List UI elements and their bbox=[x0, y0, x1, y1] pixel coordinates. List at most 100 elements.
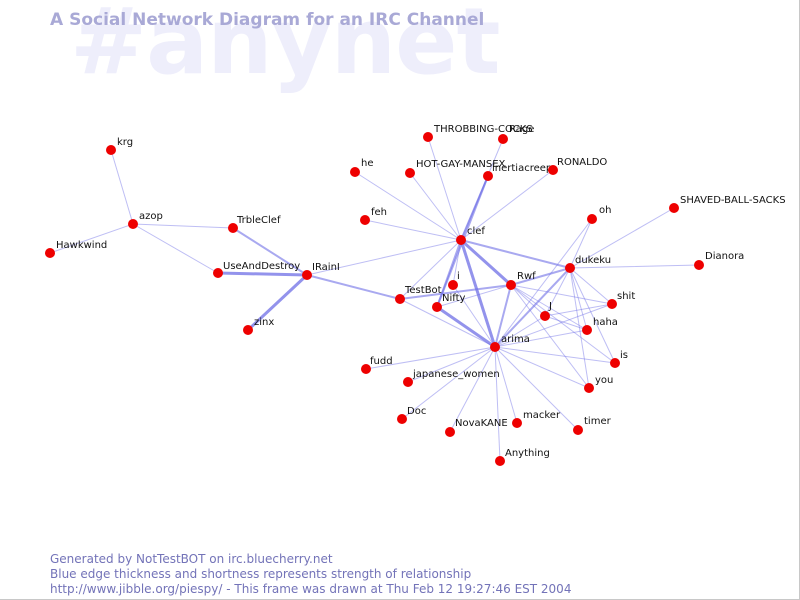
node-dot[interactable] bbox=[607, 299, 617, 309]
edge-clef-arima bbox=[459, 238, 497, 349]
node-you[interactable]: you bbox=[584, 375, 613, 393]
node-dot[interactable] bbox=[548, 165, 558, 175]
node-arima[interactable]: arima bbox=[490, 334, 530, 352]
node-dot[interactable] bbox=[395, 294, 405, 304]
node-Dianora[interactable]: Dianora bbox=[694, 251, 744, 270]
node-dot[interactable] bbox=[610, 358, 620, 368]
node-is[interactable]: is bbox=[610, 350, 628, 368]
node-RONALDO[interactable]: RONALDO bbox=[548, 157, 607, 175]
node-Nifty[interactable]: Nifty bbox=[432, 293, 466, 312]
node-UseAndDestroy[interactable]: UseAndDestroy bbox=[213, 261, 300, 278]
node-dot[interactable] bbox=[495, 456, 505, 466]
node-label: japanese_women bbox=[412, 369, 500, 380]
node-dot[interactable] bbox=[361, 364, 371, 374]
edge-Nifty-arima bbox=[435, 305, 497, 349]
edge-J-haha bbox=[544, 315, 588, 331]
node-label: shit bbox=[617, 291, 635, 302]
node-label: THROBBING-COCKS bbox=[433, 124, 533, 135]
edge-azop-Hawkwind bbox=[49, 223, 134, 254]
edge-Rwf-J bbox=[510, 284, 546, 317]
node-i[interactable]: i bbox=[448, 271, 460, 290]
node-oh[interactable]: oh bbox=[587, 205, 611, 224]
node-Doc[interactable]: Doc bbox=[397, 406, 426, 424]
node-dot[interactable] bbox=[456, 235, 466, 245]
node-dot[interactable] bbox=[587, 214, 597, 224]
node-label: haha bbox=[593, 317, 618, 328]
node-dot[interactable] bbox=[512, 418, 522, 428]
node-dot[interactable] bbox=[669, 203, 679, 213]
node-SHAVED-BALL-SACKS[interactable]: SHAVED-BALL-SACKS bbox=[669, 195, 786, 213]
node-fudd[interactable]: fudd bbox=[361, 356, 393, 374]
edge-arima-shit bbox=[494, 303, 613, 348]
node-dukeku[interactable]: dukeku bbox=[565, 255, 611, 273]
node-dot[interactable] bbox=[448, 280, 458, 290]
node-macker[interactable]: macker bbox=[512, 410, 561, 428]
node-Rage[interactable]: Rage bbox=[498, 124, 534, 144]
node-shit[interactable]: shit bbox=[607, 291, 635, 309]
node-dot[interactable] bbox=[694, 260, 704, 270]
node-label: Rage bbox=[509, 124, 534, 135]
node-dot[interactable] bbox=[106, 145, 116, 155]
node-dot[interactable] bbox=[498, 134, 508, 144]
node-dot[interactable] bbox=[540, 311, 550, 321]
node-dot[interactable] bbox=[506, 280, 516, 290]
node-J[interactable]: J bbox=[540, 301, 552, 321]
node-dot[interactable] bbox=[584, 383, 594, 393]
edge-arima-haha bbox=[494, 329, 588, 348]
node-label: krg bbox=[117, 137, 133, 148]
node-dot[interactable] bbox=[360, 215, 370, 225]
edge-krg-azop bbox=[110, 149, 134, 225]
node-Rwf[interactable]: Rwf bbox=[506, 271, 536, 290]
node-dot[interactable] bbox=[490, 342, 500, 352]
node-label: TestBot bbox=[404, 285, 442, 296]
node-label: Nifty bbox=[442, 293, 466, 304]
node-inertiacreep[interactable]: inertiacreep bbox=[483, 163, 552, 181]
node-TestBot[interactable]: TestBot bbox=[395, 285, 442, 304]
node-clef[interactable]: clef bbox=[456, 226, 485, 245]
node-dot[interactable] bbox=[350, 167, 360, 177]
node-timer[interactable]: timer bbox=[573, 416, 612, 435]
node-dot[interactable] bbox=[213, 268, 223, 278]
node-dot[interactable] bbox=[423, 132, 433, 142]
node-dot[interactable] bbox=[483, 171, 493, 181]
node-he[interactable]: he bbox=[350, 158, 374, 177]
node-dot[interactable] bbox=[432, 302, 442, 312]
node-dot[interactable] bbox=[565, 263, 575, 273]
footer-source-link[interactable]: http://www.jibble.org/piespy/ - This fra… bbox=[50, 582, 572, 596]
node-dot[interactable] bbox=[403, 377, 413, 387]
node-dot[interactable] bbox=[45, 248, 55, 258]
node-dot[interactable] bbox=[405, 168, 415, 178]
node-dot[interactable] bbox=[302, 270, 312, 280]
node-japanese_women[interactable]: japanese_women bbox=[403, 369, 500, 387]
node-Hawkwind[interactable]: Hawkwind bbox=[45, 240, 107, 258]
node-label: J bbox=[548, 301, 552, 312]
edge-layer bbox=[49, 136, 700, 462]
node-zinx[interactable]: zinx bbox=[243, 317, 274, 335]
node-NovaKANE[interactable]: NovaKANE bbox=[445, 418, 508, 437]
node-IRainI[interactable]: IRainI bbox=[302, 262, 340, 280]
node-dot[interactable] bbox=[445, 427, 455, 437]
node-dot[interactable] bbox=[582, 325, 592, 335]
node-label: fudd bbox=[370, 356, 393, 367]
node-label: RONALDO bbox=[557, 157, 607, 168]
edge-TestBot-arima bbox=[399, 298, 496, 348]
node-dot[interactable] bbox=[228, 223, 238, 233]
node-feh[interactable]: feh bbox=[360, 207, 387, 225]
node-dot[interactable] bbox=[573, 425, 583, 435]
node-Anything[interactable]: Anything bbox=[495, 448, 550, 466]
edge-dukeku-haha bbox=[569, 267, 588, 331]
node-dot[interactable] bbox=[128, 219, 138, 229]
node-dot[interactable] bbox=[397, 414, 407, 424]
channel-watermark: #anynet bbox=[70, 0, 501, 95]
node-azop[interactable]: azop bbox=[128, 211, 163, 229]
edge-clef-feh bbox=[364, 219, 462, 241]
node-label: you bbox=[595, 375, 613, 386]
node-krg[interactable]: krg bbox=[106, 137, 133, 155]
node-label: he bbox=[361, 158, 374, 169]
node-THROBBING-COCKS[interactable]: THROBBING-COCKS bbox=[423, 124, 533, 142]
node-dot[interactable] bbox=[243, 325, 253, 335]
node-HOT-GAY-MANSEX[interactable]: HOT-GAY-MANSEX bbox=[405, 159, 506, 178]
node-haha[interactable]: haha bbox=[582, 317, 618, 335]
node-TrbleClef[interactable]: TrbleClef bbox=[228, 215, 281, 233]
